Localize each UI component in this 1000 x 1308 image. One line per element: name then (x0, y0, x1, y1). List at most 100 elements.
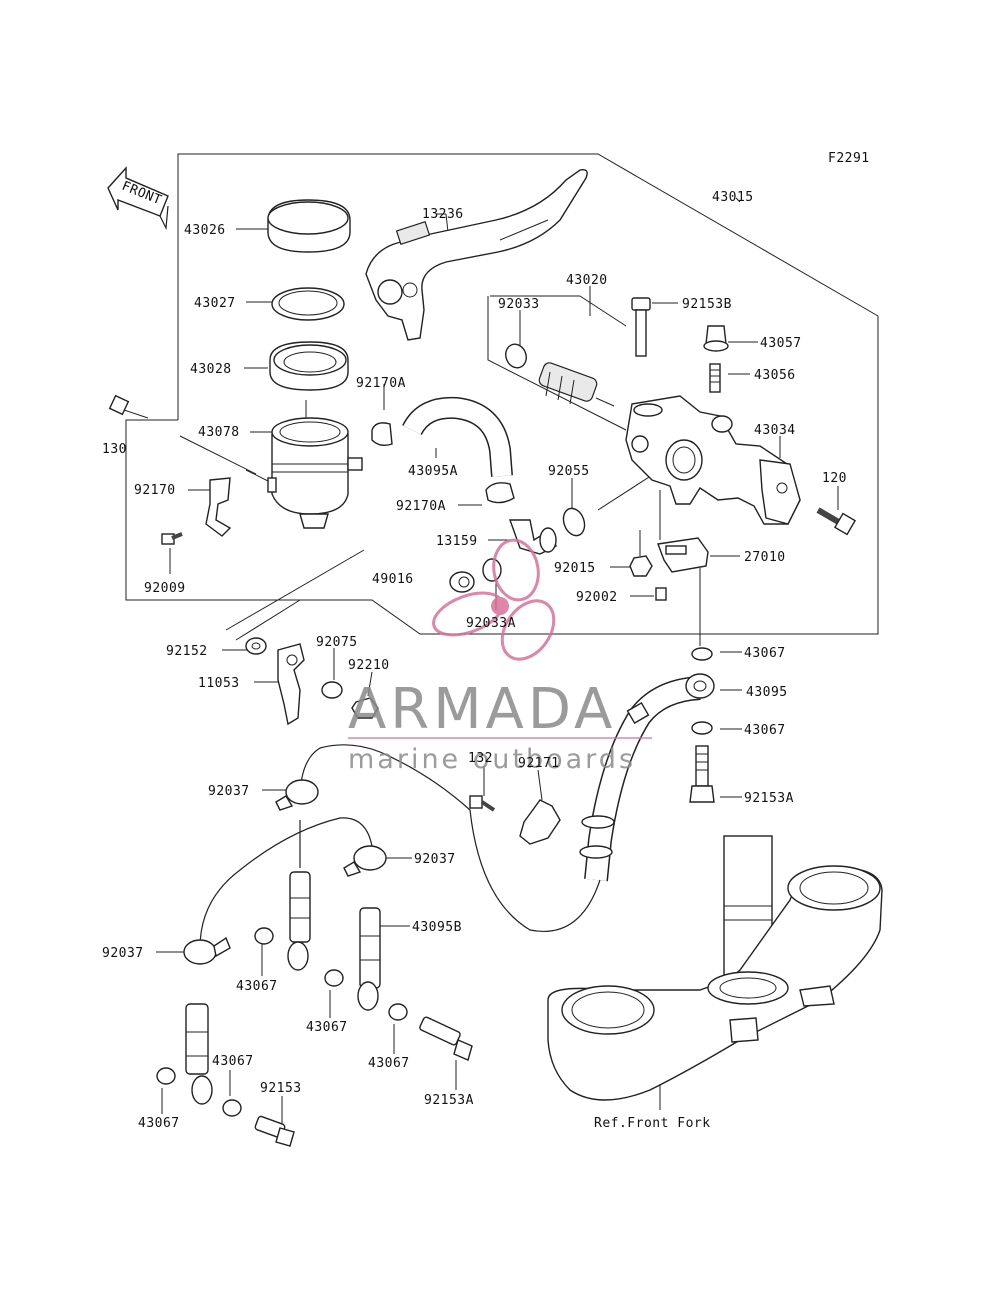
callout-43015: 43015 (712, 190, 754, 205)
washer-d (156, 1067, 176, 1085)
banjo-fitting-lower (183, 936, 231, 965)
callout-92153A-a: 92153A (744, 791, 794, 806)
front-arrow-icon: FRONT (107, 166, 169, 231)
reservoir-cap (267, 199, 351, 253)
callout-43067-d: 43067 (306, 1020, 348, 1035)
callout-labels: 43015 13236 43026 43027 43020 92033 9215… (102, 190, 847, 1131)
banjo-bolt-lower-2 (419, 1016, 473, 1061)
callout-92037-c: 92037 (102, 946, 144, 961)
reservoir-tank (267, 417, 363, 529)
watermark-logo: ARMADA marine outboards (348, 538, 652, 775)
master-cylinder-body (625, 395, 801, 525)
callout-43067-e: 43067 (212, 1054, 254, 1069)
banjo-washer-upper (691, 647, 713, 661)
callout-92037-a: 92037 (208, 784, 250, 799)
ref-front-fork: Ref.Front Fork (594, 1116, 711, 1131)
hose-fitting (509, 519, 557, 555)
callout-43028: 43028 (190, 362, 232, 377)
callout-49016: 49016 (372, 572, 414, 587)
banjo-bolt-lower (254, 1115, 295, 1147)
callout-92153: 92153 (260, 1081, 302, 1096)
pivot-nut (629, 555, 653, 577)
callout-92210: 92210 (348, 658, 390, 673)
callout-92170A: 92170A (356, 376, 406, 391)
banjo-washer-lower (691, 721, 713, 735)
callout-92153A-b: 92153A (424, 1093, 474, 1108)
reservoir-hose (402, 396, 513, 477)
reservoir-bolt (108, 394, 149, 419)
callout-13159: 13159 (436, 534, 478, 549)
reservoir-bracket (205, 477, 232, 537)
clamp-bolt (816, 507, 857, 536)
circlip (505, 343, 527, 369)
figure-code: F2291 (828, 151, 870, 166)
hose-bracket (277, 643, 305, 726)
callout-92033: 92033 (498, 297, 540, 312)
bracket-screw (161, 532, 183, 545)
brake-light-switch (657, 537, 709, 573)
callout-92037-b: 92037 (414, 852, 456, 867)
hose-clamp-bolt (469, 795, 496, 812)
o-ring-small (482, 558, 502, 582)
callout-92170A-2: 92170A (396, 499, 446, 514)
callout-92033A: 92033A (466, 616, 516, 631)
callout-43078: 43078 (198, 425, 240, 440)
pivot-bolt (631, 297, 651, 357)
callout-92075: 92075 (316, 635, 358, 650)
callout-43067-f: 43067 (368, 1056, 410, 1071)
hose-clamp-lower (485, 482, 515, 504)
callout-92170: 92170 (134, 483, 176, 498)
callout-43095A: 43095A (408, 464, 458, 479)
brake-hose-lines (199, 744, 601, 949)
callout-43026: 43026 (184, 223, 226, 238)
washer-92152 (245, 637, 267, 655)
callout-120: 120 (822, 471, 847, 486)
callout-92015: 92015 (554, 561, 596, 576)
brake-lever (365, 168, 588, 341)
callout-13236: 13236 (422, 207, 464, 222)
washer-e (222, 1099, 242, 1117)
banjo-bolt-upper (689, 745, 715, 803)
callout-43067-a: 43067 (744, 646, 786, 661)
callout-92171: 92171 (518, 756, 560, 771)
leader-lines (156, 197, 839, 1124)
washer-a (254, 927, 274, 945)
callout-43095B: 43095B (412, 920, 462, 935)
callout-92002: 92002 (576, 590, 618, 605)
o-ring (562, 507, 586, 537)
switch-screw (655, 587, 667, 601)
hose-clamp-upper (371, 422, 393, 447)
piston-assembly (538, 362, 615, 407)
diaphragm-plate (271, 287, 345, 321)
propeller-hub-icon (491, 597, 509, 615)
watermark-name: ARMADA (348, 677, 616, 742)
collar-92075 (321, 681, 343, 699)
bleed-cap (703, 325, 729, 352)
callout-43020: 43020 (566, 273, 608, 288)
callout-92153B: 92153B (682, 297, 732, 312)
brake-hose-lower (185, 1003, 213, 1105)
brake-hose-right (357, 907, 381, 1011)
hose-clamp (519, 799, 561, 845)
callout-92055: 92055 (548, 464, 590, 479)
callout-43067-c: 43067 (236, 979, 278, 994)
banjo-fitting-upper (275, 779, 319, 811)
callout-43067-g: 43067 (138, 1116, 180, 1131)
callout-43034: 43034 (754, 423, 796, 438)
callout-130: 130 (102, 442, 127, 457)
callout-92152: 92152 (166, 644, 208, 659)
callout-27010: 27010 (744, 550, 786, 565)
watermark-tagline: marine outboards (348, 744, 636, 775)
callout-43056: 43056 (754, 368, 796, 383)
banjo-fitting-middle (343, 845, 387, 877)
nut-92210 (351, 697, 379, 719)
brake-hose-left (287, 871, 311, 971)
master-cylinder-assembly-frame (125, 153, 879, 635)
callout-43057: 43057 (760, 336, 802, 351)
callout-43095: 43095 (746, 685, 788, 700)
callout-132: 132 (468, 751, 493, 766)
brake-hose-main (579, 673, 715, 882)
diaphragm (269, 341, 349, 391)
front-fork-clamp (547, 835, 883, 1101)
